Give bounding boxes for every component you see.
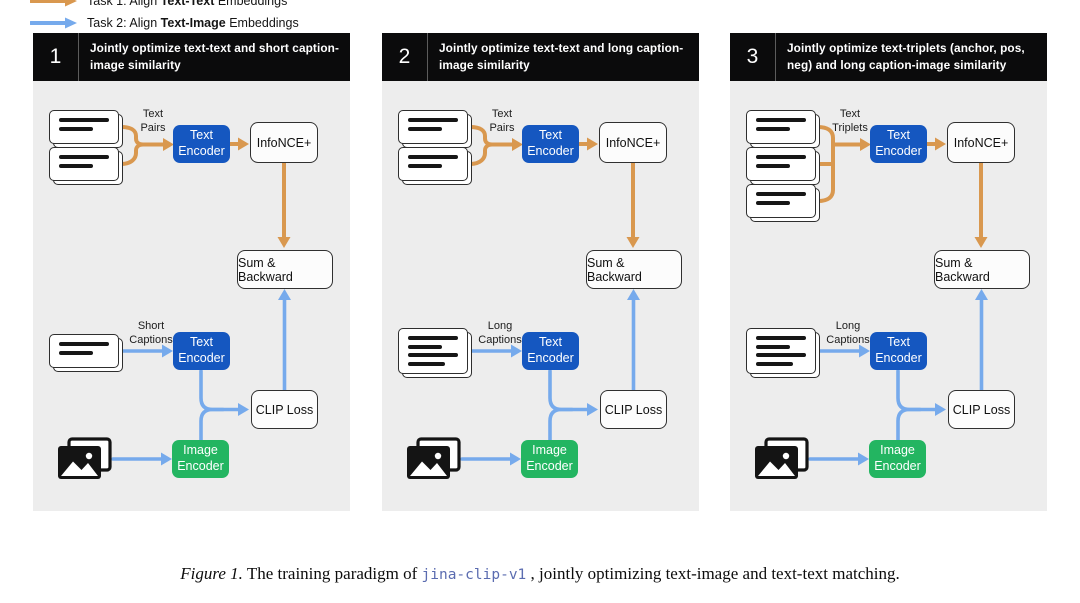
text-pair-doc-icon: [398, 147, 472, 185]
panel-1-wires: [111, 125, 291, 466]
images-icon: [755, 437, 809, 479]
figure-caption-label: Figure 1.: [180, 564, 243, 583]
doc-line: [756, 127, 790, 131]
doc-line: [756, 336, 806, 340]
legend-task2: Task 2: Align Text-Image Embeddings: [30, 12, 299, 34]
figure-caption-text: The training paradigm of: [242, 564, 422, 583]
doc-line: [408, 127, 442, 131]
doc-line: [756, 155, 806, 159]
captions-label: Long Captions: [826, 320, 870, 347]
infonce-box: InfoNCE+: [947, 122, 1015, 163]
text-triplets-label: Text Triplets: [832, 108, 868, 135]
panel-2-number: 2: [382, 33, 428, 81]
clip-loss-box: CLIP Loss: [251, 390, 318, 429]
panel-2: 2 Jointly optimize text-text and long ca…: [382, 33, 699, 511]
captions-label: Long Captions: [478, 320, 522, 347]
doc-line: [408, 353, 458, 357]
panel-1: 1 Jointly optimize text-text and short c…: [33, 33, 350, 511]
text-triplet-doc-icon: [746, 184, 820, 222]
doc-line: [408, 164, 442, 168]
legend-task2-text: Task 2: Align Text-Image Embeddings: [87, 16, 299, 30]
text-encoder-box: Text Encoder: [870, 332, 927, 370]
doc-line: [756, 192, 806, 196]
sum-backward-box: Sum & Backward: [586, 250, 682, 289]
doc-line: [59, 118, 109, 122]
task2-arrow-icon: [30, 17, 77, 29]
short-caption-doc-icon: [49, 334, 123, 372]
image-encoder-box: Image Encoder: [521, 440, 578, 478]
doc-line: [756, 344, 790, 349]
doc-line: [756, 118, 806, 122]
panel-1-body: Text Pairs Text Encoder InfoNCE+ Sum & B…: [33, 81, 350, 511]
doc-line: [59, 155, 109, 159]
text-encoder-box: Text Encoder: [522, 125, 579, 163]
clip-loss-box: CLIP Loss: [600, 390, 667, 429]
doc-line: [408, 344, 442, 349]
panel-3-header: 3 Jointly optimize text-triplets (anchor…: [730, 33, 1047, 81]
task1-arrow-icon: [30, 0, 77, 7]
clip-loss-box: CLIP Loss: [948, 390, 1015, 429]
captions-label: Short Captions: [129, 320, 173, 347]
text-encoder-box: Text Encoder: [173, 332, 230, 370]
panel-2-wires: [460, 125, 640, 466]
infonce-box: InfoNCE+: [250, 122, 318, 163]
panel-1-number: 1: [33, 33, 79, 81]
text-triplet-doc-icon: [746, 147, 820, 185]
doc-line: [59, 164, 93, 168]
doc-line: [756, 353, 806, 357]
text-pair-doc-icon: [49, 147, 123, 185]
doc-line: [59, 351, 93, 355]
legend: Task 1: Align Text-Text Embeddings Task …: [30, 0, 299, 34]
model-name-code: jina-clip-v1: [421, 567, 527, 583]
doc-line: [756, 164, 790, 168]
doc-line: [408, 361, 445, 366]
panel-2-header: 2 Jointly optimize text-text and long ca…: [382, 33, 699, 81]
images-icon: [58, 437, 112, 479]
text-pairs-label: Text Pairs: [489, 108, 515, 135]
long-caption-doc-icon: [398, 328, 472, 378]
image-encoder-box: Image Encoder: [869, 440, 926, 478]
sum-backward-box: Sum & Backward: [237, 250, 333, 289]
panel-3-body: Text Triplets Text Encoder InfoNCE+ Sum …: [730, 81, 1047, 511]
panel-3: 3 Jointly optimize text-triplets (anchor…: [730, 33, 1047, 511]
figure-caption: Figure 1. The training paradigm of jina-…: [0, 564, 1080, 584]
text-encoder-box: Text Encoder: [522, 332, 579, 370]
doc-line: [756, 201, 790, 205]
panel-1-title: Jointly optimize text-text and short cap…: [90, 40, 339, 72]
text-pairs-label: Text Pairs: [140, 108, 166, 135]
images-icon: [407, 437, 461, 479]
doc-line: [408, 336, 458, 340]
panel-2-body: Text Pairs Text Encoder InfoNCE+ Sum & B…: [382, 81, 699, 511]
panel-3-title: Jointly optimize text-triplets (anchor, …: [787, 40, 1025, 72]
doc-line: [59, 342, 109, 346]
text-triplet-doc-icon: [746, 110, 820, 148]
text-pair-doc-icon: [398, 110, 472, 148]
text-encoder-box: Text Encoder: [870, 125, 927, 163]
panel-1-header: 1 Jointly optimize text-text and short c…: [33, 33, 350, 81]
text-encoder-box: Text Encoder: [173, 125, 230, 163]
infonce-box: InfoNCE+: [599, 122, 667, 163]
doc-line: [756, 361, 793, 366]
doc-line: [408, 155, 458, 159]
figure-caption-text: , jointly optimizing text-image and text…: [526, 564, 900, 583]
doc-line: [408, 118, 458, 122]
panel-2-title: Jointly optimize text-text and long capt…: [439, 40, 684, 72]
doc-line: [59, 127, 93, 131]
legend-task1-text: Task 1: Align Text-Text Embeddings: [87, 0, 288, 8]
panel-3-number: 3: [730, 33, 776, 81]
text-pair-doc-icon: [49, 110, 123, 148]
sum-backward-box: Sum & Backward: [934, 250, 1030, 289]
legend-task1: Task 1: Align Text-Text Embeddings: [30, 0, 299, 12]
panel-3-wires: [808, 125, 988, 466]
image-encoder-box: Image Encoder: [172, 440, 229, 478]
long-caption-doc-icon: [746, 328, 820, 378]
